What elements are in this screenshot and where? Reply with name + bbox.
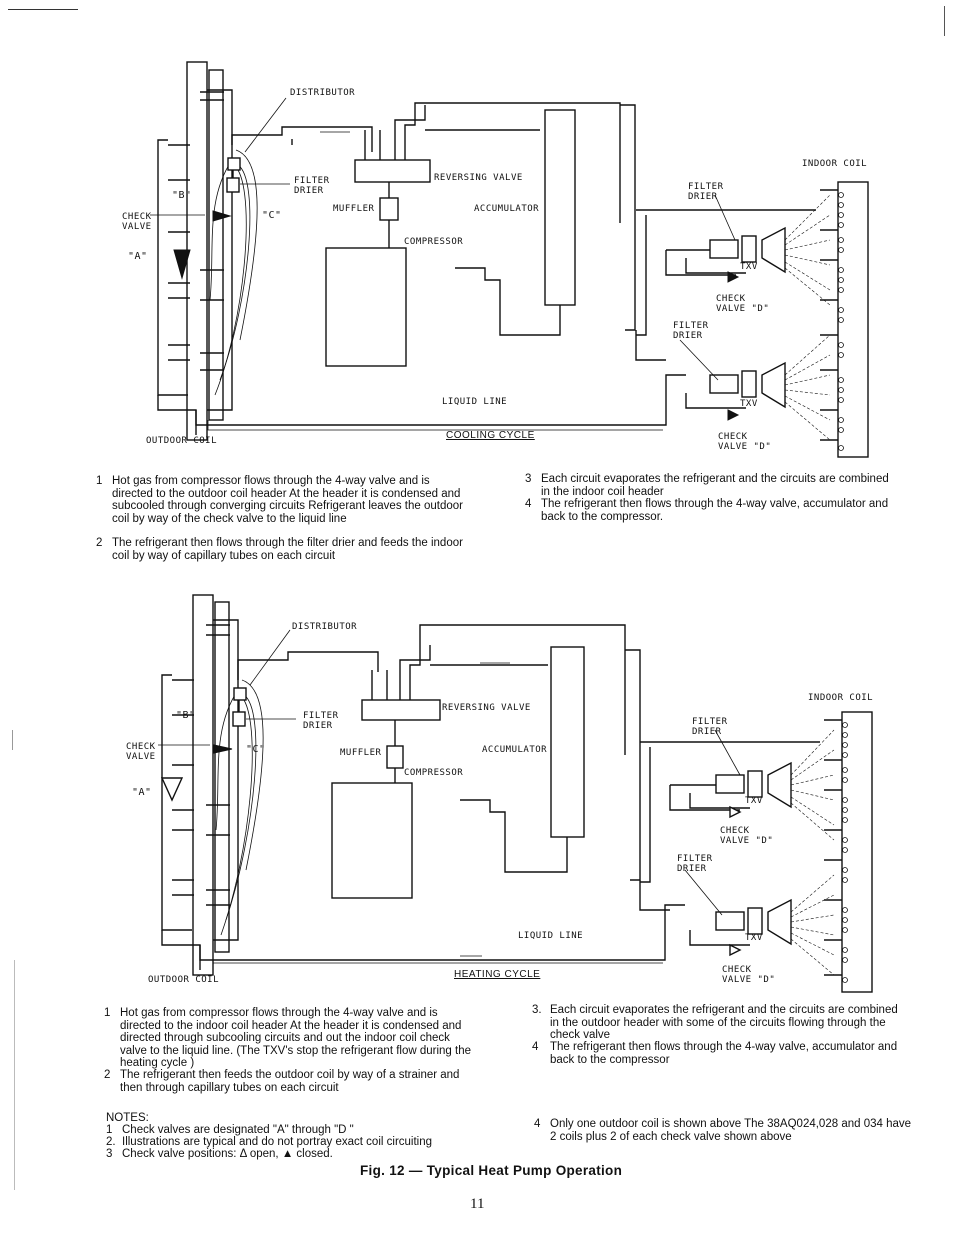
label-accumulator: ACCUMULATOR	[474, 204, 540, 214]
label-filter-drier-lower: FILTER DRIER	[673, 321, 709, 341]
heating-label-liquid-line: LIQUID LINE	[518, 931, 584, 941]
heating-label-compressor: COMPRESSOR	[404, 768, 464, 778]
label-reversing-valve: REVERSING VALVE	[434, 173, 523, 183]
label-muffler: MUFFLER	[333, 204, 375, 214]
heating-label-b: "B"	[176, 710, 196, 721]
label-filter-drier-upper: FILTER DRIER	[688, 182, 724, 202]
heating-label-reversing-valve: REVERSING VALVE	[442, 703, 531, 713]
label-outdoor-coil: OUTDOOR COIL	[146, 436, 218, 446]
scan-mark-right	[944, 6, 945, 36]
heating-label-filter-drier-left: FILTER DRIER	[303, 711, 339, 731]
label-compressor: COMPRESSOR	[404, 237, 464, 247]
heating-label-check-valve-d-upper: CHECK VALVE "D"	[720, 826, 774, 846]
heating-label-txv-lower: TXV	[745, 933, 763, 943]
label-txv-upper: TXV	[740, 262, 758, 272]
note-2: 2.Illustrations are typical and do not p…	[106, 1136, 433, 1148]
heating-label-filter-drier-lower: FILTER DRIER	[677, 854, 713, 874]
label-filter-drier-left: FILTER DRIER	[294, 176, 330, 196]
scan-mark-left	[12, 730, 13, 750]
caption-heating-cycle: HEATING CYCLE	[454, 969, 541, 980]
heating-label-filter-drier-upper: FILTER DRIER	[692, 717, 728, 737]
heating-label-txv-upper: TXV	[745, 796, 763, 806]
caption-cooling-cycle: COOLING CYCLE	[446, 430, 535, 441]
label-b: "B"	[172, 190, 192, 201]
heating-label-c: "C"	[246, 744, 266, 755]
heating-label-check-valve-d-lower: CHECK VALVE "D"	[722, 965, 776, 985]
figure-title: Fig. 12 — Typical Heat Pump Operation	[360, 1163, 623, 1178]
label-a: "A"	[128, 251, 148, 262]
heating-label-muffler: MUFFLER	[340, 748, 382, 758]
heating-label-outdoor-coil: OUTDOOR COIL	[148, 975, 220, 985]
label-check-valve-d-upper: CHECK VALVE "D"	[716, 294, 770, 314]
heating-label-check-valve-left: CHECK VALVE	[126, 742, 156, 762]
heating-label-distributor: DISTRIBUTOR	[292, 622, 358, 632]
cooling-diagram: DISTRIBUTOR FILTER DRIER REVERSING VALVE…	[0, 0, 954, 470]
heating-step-3: 3.Each circuit evaporates the refrigeran…	[532, 1004, 898, 1041]
label-distributor: DISTRIBUTOR	[290, 88, 356, 98]
heating-label-indoor-coil: INDOOR COIL	[808, 693, 874, 703]
label-check-valve-d-lower: CHECK VALVE "D"	[718, 432, 772, 452]
label-liquid-line: LIQUID LINE	[442, 397, 508, 407]
label-c: "C"	[262, 210, 282, 221]
label-indoor-coil: INDOOR COIL	[802, 159, 868, 169]
heating-schematic	[158, 594, 873, 993]
page-number: 11	[470, 1196, 485, 1212]
label-txv-lower: TXV	[740, 399, 758, 409]
heating-label-a: "A"	[132, 787, 152, 798]
header-rule	[8, 9, 78, 10]
heating-diagram: DISTRIBUTOR FILTER DRIER REVERSING VALVE…	[0, 590, 954, 1000]
heating-label-accumulator: ACCUMULATOR	[482, 745, 548, 755]
notes-heading: NOTES:	[106, 1112, 149, 1124]
scan-mark-left-bottom	[14, 960, 15, 1190]
cooling-schematic	[150, 61, 869, 458]
label-check-valve-left: CHECK VALVE	[122, 212, 152, 232]
